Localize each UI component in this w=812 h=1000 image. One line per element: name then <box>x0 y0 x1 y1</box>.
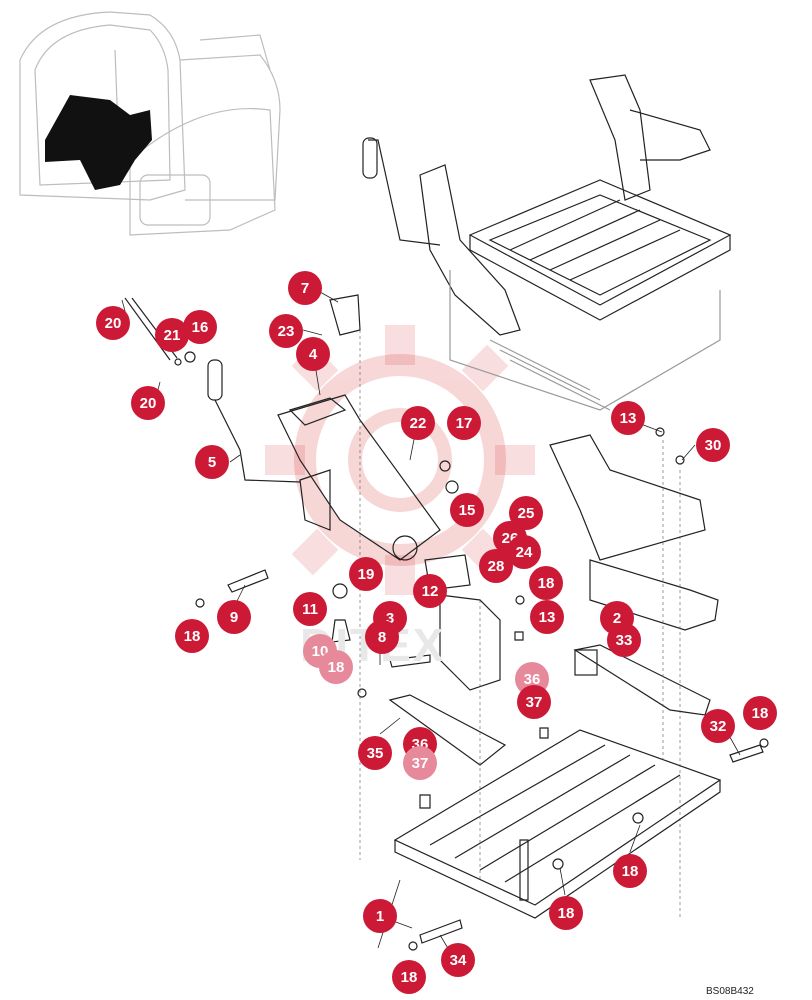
callout-18: 18 <box>529 566 563 600</box>
lever-handle <box>207 359 301 483</box>
callout-15: 15 <box>450 493 484 527</box>
callout-1: 1 <box>363 899 397 933</box>
callout-30: 30 <box>696 428 730 462</box>
callout-4: 4 <box>296 337 330 371</box>
callout-11: 11 <box>293 592 327 626</box>
cab-seat-frame-highlight <box>45 95 152 190</box>
callout-18: 18 <box>743 696 777 730</box>
callout-13: 13 <box>611 401 645 435</box>
callout-32: 32 <box>701 709 735 743</box>
callout-18: 18 <box>175 619 209 653</box>
callout-23: 23 <box>269 314 303 348</box>
callout-19: 19 <box>349 557 383 591</box>
callout-35: 35 <box>358 736 392 770</box>
cab-overview-illustration <box>19 11 281 236</box>
base-plate <box>388 694 769 951</box>
callout-37: 37 <box>403 746 437 780</box>
callout-28: 28 <box>479 549 513 583</box>
callout-20: 20 <box>96 306 130 340</box>
assembled-seat-stand-view <box>362 74 732 411</box>
callout-18: 18 <box>392 960 426 994</box>
callout-7: 7 <box>288 271 322 305</box>
right-console-bracket <box>549 427 719 716</box>
callout-9: 9 <box>217 600 251 634</box>
watermark-gear <box>294 354 506 566</box>
watermark-gear-teeth <box>265 325 535 595</box>
callout-34: 34 <box>441 943 475 977</box>
callout-12: 12 <box>413 574 447 608</box>
left-console-bracket <box>277 394 441 561</box>
callout-18: 18 <box>319 650 353 684</box>
vertical-guide-lines <box>359 330 681 920</box>
reference-code: BS08B432 <box>706 986 754 997</box>
callout-22: 22 <box>401 406 435 440</box>
callout-33: 33 <box>607 623 641 657</box>
callout-20: 20 <box>131 386 165 420</box>
callout-18: 18 <box>613 854 647 888</box>
callout-17: 17 <box>447 406 481 440</box>
callout-8: 8 <box>365 620 399 654</box>
callout-37: 37 <box>517 685 551 719</box>
callout-18: 18 <box>549 896 583 930</box>
callout-16: 16 <box>183 310 217 344</box>
callout-5: 5 <box>195 445 229 479</box>
callout-13: 13 <box>530 600 564 634</box>
